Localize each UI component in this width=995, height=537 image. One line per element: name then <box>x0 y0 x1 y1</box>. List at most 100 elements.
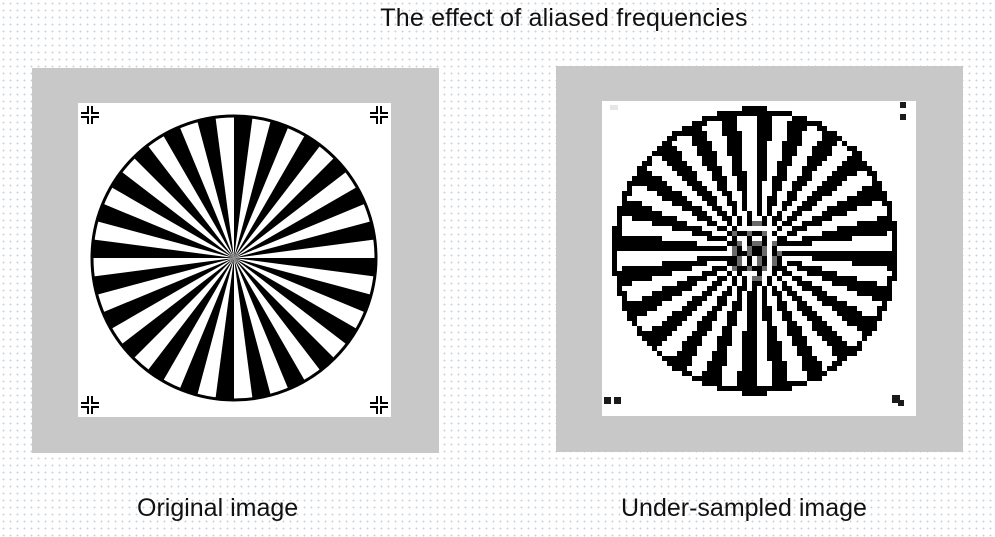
aliased-pixel <box>767 311 772 316</box>
aliased-pixel <box>857 261 862 266</box>
aliased-pixel <box>757 251 762 256</box>
aliased-pixel <box>887 276 892 281</box>
aliased-pixel <box>677 366 682 371</box>
aliased-pixel <box>652 301 657 306</box>
aliased-pixel <box>807 311 812 316</box>
siemens-star-original <box>81 106 388 414</box>
aliased-pixel <box>787 126 792 131</box>
aliased-pixel <box>777 261 782 266</box>
aliased-pixel <box>747 331 752 336</box>
aliased-pixel <box>672 216 677 221</box>
aliased-pixel <box>867 251 872 256</box>
aliased-pixel <box>717 376 722 381</box>
aliased-pixel <box>737 256 742 261</box>
aliased-pixel <box>762 301 767 306</box>
aliased-pixel <box>692 171 697 176</box>
aliased-pixel <box>687 286 692 291</box>
aliased-pixel <box>712 206 717 211</box>
aliased-pixel <box>877 316 882 321</box>
aliased-pixel <box>697 256 702 261</box>
aliased-pixel <box>662 296 667 301</box>
aliased-pixel <box>717 226 722 231</box>
aliased-pixel <box>652 151 657 156</box>
aliased-pixel <box>847 161 852 166</box>
aliased-pixel <box>637 306 642 311</box>
aliased-pixel <box>747 106 752 111</box>
aliased-pixel <box>627 271 632 276</box>
aliased-pixel <box>737 156 742 161</box>
aliased-pixel <box>642 181 647 186</box>
aliased-pixel <box>677 151 682 156</box>
aliased-pixel <box>732 166 737 171</box>
aliased-pixel <box>667 286 672 291</box>
aliased-pixel <box>827 366 832 371</box>
aliased-pixel <box>857 166 862 171</box>
aliased-pixel <box>677 286 682 291</box>
aliased-pixel <box>867 201 872 206</box>
aliased-pixel <box>647 216 652 221</box>
star-spoke <box>215 258 234 399</box>
aliased-pixel <box>862 221 867 226</box>
aliased-pixel <box>632 211 637 216</box>
aliased-pixel <box>637 171 642 176</box>
aliased-pixel <box>882 301 887 306</box>
aliased-pixel <box>777 236 782 241</box>
aliased-pixel <box>862 231 867 236</box>
aliased-pixel <box>622 301 627 306</box>
aliased-pixel <box>687 311 692 316</box>
aliased-pixel <box>812 271 817 276</box>
aliased-pixel <box>837 201 842 206</box>
aliased-pixel <box>782 366 787 371</box>
aliased-pixel <box>847 251 852 256</box>
aliased-pixel <box>687 131 692 136</box>
aliased-pixel <box>797 341 802 346</box>
aliased-pixel <box>727 311 732 316</box>
aliased-pixel <box>707 366 712 371</box>
aliased-pixel <box>797 116 802 121</box>
aliased-pixel <box>707 116 712 121</box>
aliased-pixel <box>822 156 827 161</box>
aliased-pixel <box>727 326 732 331</box>
aliased-pixel <box>832 231 837 236</box>
aliased-pixel <box>752 391 757 396</box>
aliased-pixel <box>782 241 787 246</box>
aliased-pixel <box>762 121 767 126</box>
aliased-pixel <box>847 281 852 286</box>
aliased-pixel <box>697 246 702 251</box>
aliased-pixel <box>727 221 732 226</box>
aliased-pixel <box>717 386 722 391</box>
aliased-pixel <box>787 291 792 296</box>
aliased-pixel <box>702 331 707 336</box>
aliased-pixel <box>667 361 672 366</box>
aliased-pixel <box>737 286 742 291</box>
aliased-pixel <box>752 311 757 316</box>
aliased-pixel <box>762 106 767 111</box>
aliased-pixel <box>862 281 867 286</box>
aliased-pixel <box>742 231 747 236</box>
aliased-pixel <box>662 266 667 271</box>
aliased-pixel <box>657 291 662 296</box>
aliased-pixel <box>657 221 662 226</box>
aliased-pixel <box>777 366 782 371</box>
aliased-pixel <box>637 166 642 171</box>
aliased-pixel <box>702 326 707 331</box>
aliased-pixel <box>667 266 672 271</box>
aliased-pixel <box>662 271 667 276</box>
aliased-pixel <box>652 181 657 186</box>
aliased-pixel <box>832 136 837 141</box>
aliased-pixel <box>812 371 817 376</box>
star-spoke <box>234 258 371 312</box>
aliased-pixel <box>797 346 802 351</box>
aliased-pixel <box>772 371 777 376</box>
aliased-pixel <box>702 141 707 146</box>
aliased-pixel <box>757 211 762 216</box>
aliased-pixel <box>667 156 672 161</box>
aliased-pixel <box>652 306 657 311</box>
aliased-pixel <box>737 216 742 221</box>
aliased-pixel <box>752 376 757 381</box>
aliased-pixel <box>817 376 822 381</box>
aliased-pixel <box>797 136 802 141</box>
aliased-pixel <box>827 251 832 256</box>
aliased-pixel <box>757 281 762 286</box>
aliased-pixel <box>842 236 847 241</box>
